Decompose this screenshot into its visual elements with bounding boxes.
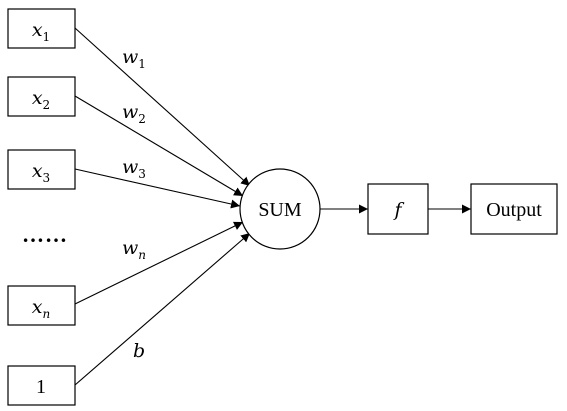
edge-xn-to-sum <box>74 221 244 305</box>
edge-x2-to-sum <box>74 95 244 197</box>
input-node-xn: xn <box>7 285 76 326</box>
weight-label-wn: wn <box>122 237 146 262</box>
output-node: Output <box>470 183 558 235</box>
input-label-x2: x2 <box>32 87 50 112</box>
input-label-bias: 1 <box>36 376 46 398</box>
input-label-xn: xn <box>32 296 50 321</box>
input-label-x1: x1 <box>32 19 50 44</box>
edge-x3-to-sum <box>74 168 241 209</box>
input-label-x3: x3 <box>32 160 50 185</box>
sum-label: SUM <box>258 199 302 221</box>
weight-label-w2: w2 <box>122 101 146 126</box>
weight-label-w3: w3 <box>122 156 146 181</box>
input-node-x2: x2 <box>7 76 76 117</box>
sum-node: SUM <box>239 168 321 250</box>
activation-label: f <box>392 199 404 221</box>
output-label: Output <box>486 199 542 221</box>
weight-label-w1: w1 <box>122 46 146 71</box>
activation-node: f <box>367 183 429 235</box>
edge-bias-to-sum <box>74 232 251 386</box>
bias-label-b: b <box>133 340 145 362</box>
ellipsis: …… <box>22 222 68 247</box>
input-node-bias: 1 <box>7 365 76 406</box>
input-node-x3: x3 <box>7 149 76 190</box>
input-node-x1: x1 <box>7 8 76 49</box>
edge-x1-to-sum <box>74 27 251 187</box>
